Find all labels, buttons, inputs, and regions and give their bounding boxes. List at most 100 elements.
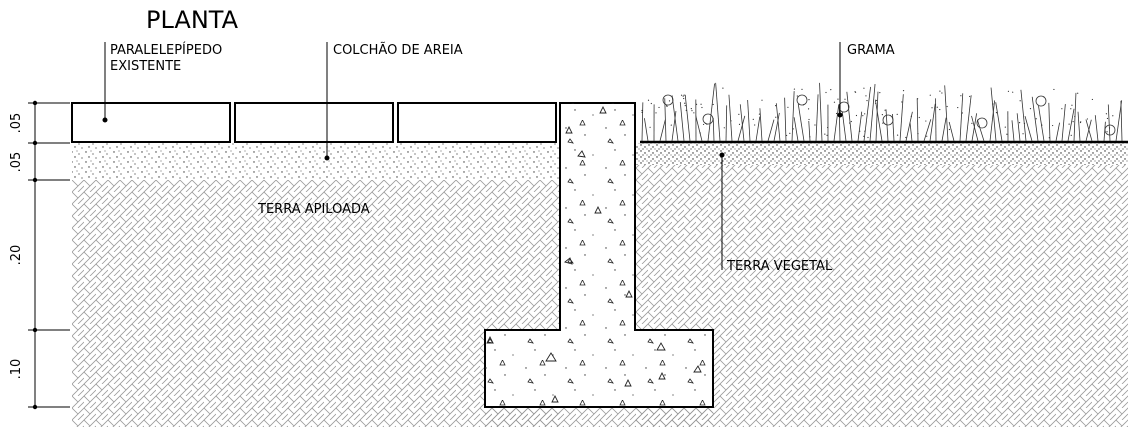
grass-blade [1024,115,1033,142]
grass-speck [863,135,865,137]
grass-speck [785,134,788,137]
grass-blade [755,116,761,142]
grass-speck [830,88,832,91]
grass-speck [1022,133,1024,135]
grass-speck [1086,118,1089,120]
grass-blade [725,105,728,142]
grass-speck [1112,115,1114,117]
grass-speck [1068,123,1070,125]
grass-speck [723,127,725,129]
grass-speck [699,132,701,134]
grass-speck [837,98,839,100]
grass-blade [1031,96,1039,142]
grass-speck [946,105,948,108]
grass-speck [789,132,791,134]
grass-blade [1107,104,1111,142]
grass-speck [685,109,687,111]
grass-speck [1041,124,1043,126]
grass-blade [869,84,876,142]
grass-blade [793,117,799,142]
grass-speck [801,88,803,90]
grass-blade [923,119,932,142]
grass-blade [695,115,703,142]
terra-vegetal-fill [635,165,1128,427]
grass-speck [814,124,816,126]
grass-speck [939,108,941,111]
grass-blade [747,100,751,142]
grass-blade [712,117,715,142]
grass-speck [884,109,886,111]
grass-speck [754,124,756,126]
label-terra-vegetal: TERRA VEGETAL [726,259,833,274]
grass-speck [960,95,962,97]
grass-speck [738,123,741,126]
grass-blade [857,111,863,142]
grass-blade [1067,108,1075,142]
grass-speck [1070,134,1072,136]
grass-blade [976,119,985,142]
grass-speck [826,126,829,129]
grass-blade [767,119,775,142]
grass-speck [752,118,754,120]
grass-blade [971,115,979,142]
grass-speck [730,120,732,122]
grass-blade [1094,115,1099,142]
grass-speck [992,103,994,105]
grass-blade [808,120,811,142]
grass-speck [738,113,740,115]
grass-blade [841,111,847,142]
grass-speck [1079,121,1082,124]
paver-block-1 [71,102,231,143]
grass-blade [1120,100,1123,142]
grass-speck [865,95,867,97]
grass-speck [641,109,643,112]
grass-speck [761,99,763,101]
grass-speck [680,94,683,96]
grass-speck [649,126,651,128]
grass-blade [641,102,644,142]
grass-speck [896,113,898,115]
grass-speck [848,122,851,124]
grass-speck [941,92,943,94]
drawing-title: PLANTA [146,6,239,34]
grass-blade [784,97,787,142]
dimension-label-1: .05 [9,113,24,134]
vertical-dimension [28,102,70,408]
grass-blade [1048,102,1051,142]
grass-speck [1071,104,1073,106]
grass-speck [670,124,672,126]
grass-speck [1035,118,1037,120]
grass-speck [896,134,899,136]
grass-blade [671,111,677,142]
grass-speck [792,128,794,130]
grass-speck [948,128,951,131]
grass-blade [833,104,840,142]
grass-blade [944,85,949,142]
grass-blade [989,100,996,142]
grass-speck [902,90,905,92]
grass-blade [1011,120,1015,142]
grass-speck [931,107,933,109]
grass-speck [796,95,798,97]
grass-speck [844,98,846,100]
grass-speck [1012,91,1014,93]
grass-speck [882,122,884,124]
grass-speck [650,102,652,105]
grass-speck [1019,100,1021,102]
grass-speck [854,91,857,93]
grass-speck [758,113,761,115]
grass-speck [855,114,858,117]
label-paralelepipedo: PARALELEPÍPEDO [110,42,222,58]
grass-blade [775,103,781,142]
grass-blade [838,104,841,142]
grass-speck [775,105,777,107]
grass-speck [961,112,964,114]
grass-blade [941,117,947,142]
grass-speck [1105,113,1107,115]
grass-speck [825,91,827,94]
grass-blade [819,82,823,142]
grass-speck [910,115,912,117]
grass-speck [712,103,714,106]
terra-apiloada-fill [72,180,560,427]
grass-speck [1053,88,1055,91]
